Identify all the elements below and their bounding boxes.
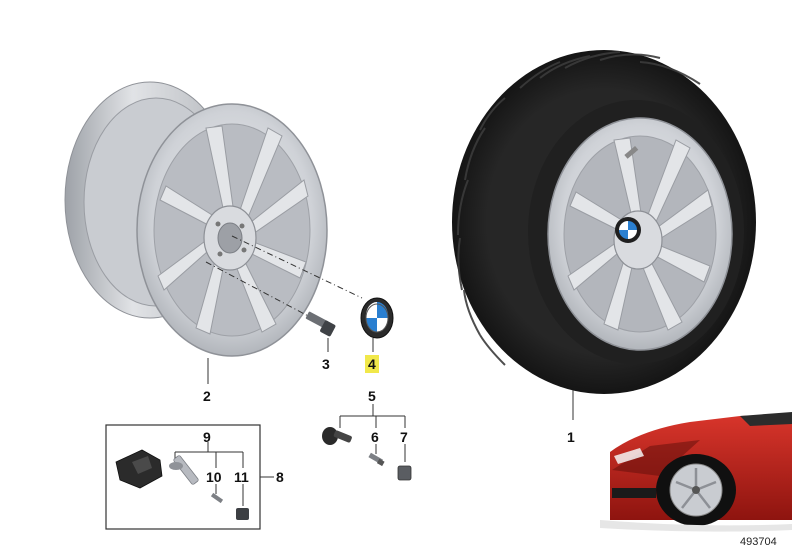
callout-6: 6 — [371, 429, 379, 445]
valve-cap-part-7 — [397, 465, 412, 481]
image-reference-number: 493704 — [740, 536, 777, 548]
callout-1: 1 — [567, 429, 575, 445]
hub-cap-part-4 — [360, 297, 394, 352]
tpms-sensor — [115, 449, 163, 489]
tpms-valve-core-part-10 — [210, 492, 224, 504]
valve-core-part-6 — [368, 452, 385, 467]
rubber-valve-part-5 — [322, 427, 352, 445]
callout-2: 2 — [203, 388, 211, 404]
complete-wheel-part-1 — [452, 50, 756, 420]
wheel-bolt-part-3 — [305, 311, 336, 352]
bmw-logo-icon — [615, 217, 641, 243]
callout-7: 7 — [400, 429, 408, 445]
callout-5: 5 — [368, 388, 376, 404]
callout-9: 9 — [203, 429, 211, 445]
car-thumbnail — [600, 412, 792, 532]
callout-11: 11 — [234, 469, 249, 485]
callout-8: 8 — [276, 469, 284, 485]
tpms-valve-cap-part-11 — [236, 508, 249, 520]
leader-lines-rim — [205, 235, 363, 384]
tpms-valve-stem — [169, 455, 199, 485]
valve-group — [322, 404, 412, 481]
tpms-kit-box — [105, 424, 274, 530]
callout-labels: 1 2 3 4 5 6 7 8 9 10 11 493704 — [203, 355, 777, 548]
callout-4: 4 — [368, 356, 376, 372]
rim-part-2 — [64, 81, 328, 357]
callout-3: 3 — [322, 356, 330, 372]
callout-4-highlight — [365, 355, 379, 373]
callout-10: 10 — [206, 469, 222, 485]
